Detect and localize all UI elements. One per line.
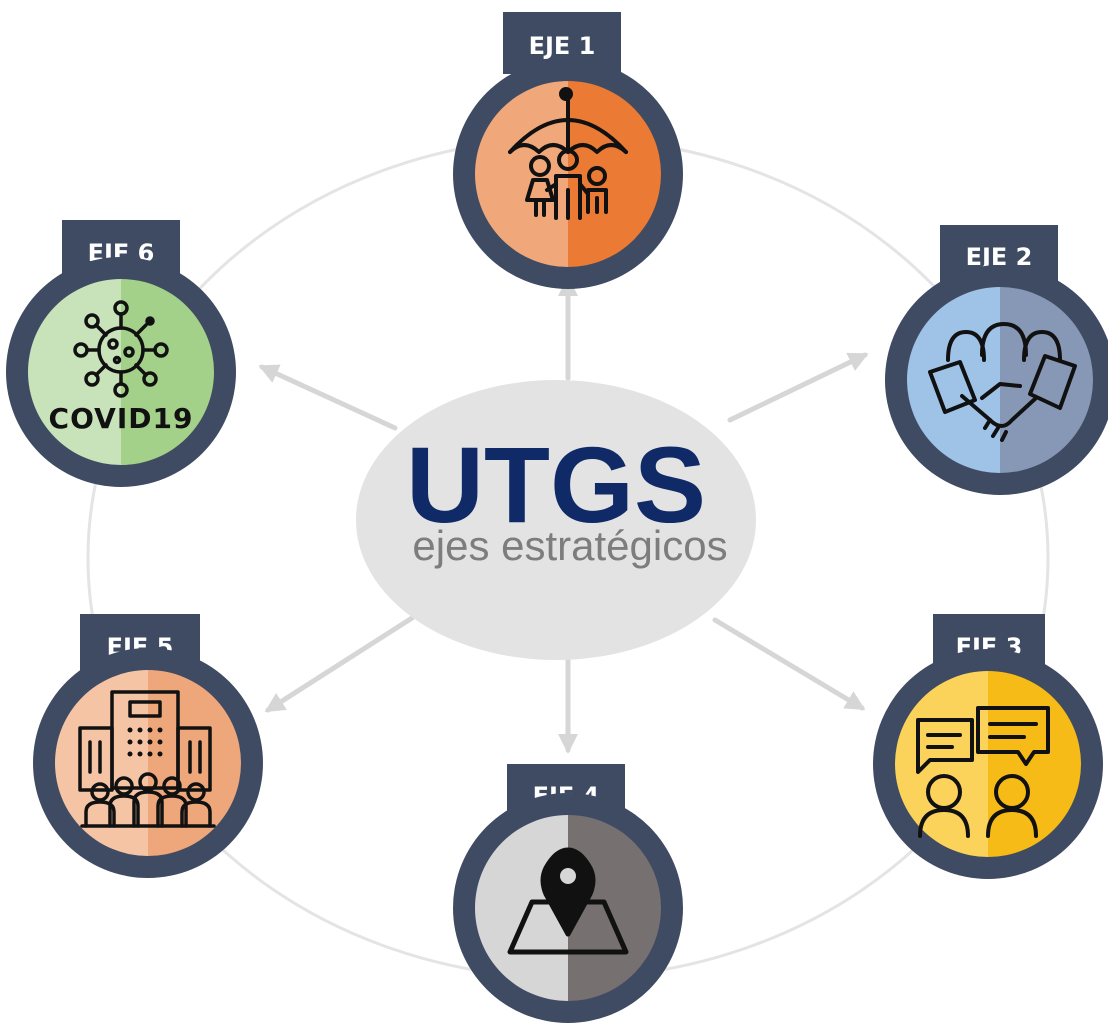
axis-node-eje-2[interactable]: EJE 2	[885, 225, 1108, 495]
arrow-to-eje-6	[258, 364, 398, 431]
axis-node-eje-3[interactable]: EJE 3	[873, 614, 1103, 879]
handshake-group-icon	[928, 322, 1077, 442]
axis-node-eje-6[interactable]: EJE 6 COVID19	[6, 220, 236, 487]
axis-node-eje-1[interactable]: EJE 1	[453, 12, 683, 289]
arrows	[258, 276, 869, 754]
building-community-icon	[78, 690, 216, 828]
people-dialogue-icon	[916, 706, 1050, 838]
arrow-to-eje-3	[712, 617, 866, 711]
family-umbrella-icon	[508, 87, 628, 220]
center-title: UTGS	[406, 424, 706, 545]
map-location-pin-icon	[507, 847, 629, 955]
arrow-to-eje-2	[727, 352, 869, 423]
axis-node-eje-5[interactable]: EJE 5	[33, 614, 263, 878]
center-subtitle: ejes estratégicos	[412, 522, 727, 569]
covid-virus-icon	[73, 300, 169, 398]
center-ellipse	[356, 380, 756, 660]
axis-node-eje-4[interactable]: EJE 4	[453, 764, 683, 1023]
arrow-to-eje-5	[264, 615, 415, 713]
covid-label: COVID19	[49, 402, 194, 435]
badge-label: EJE 1	[529, 32, 596, 60]
center-hub: UTGS ejes estratégicos	[356, 380, 756, 660]
